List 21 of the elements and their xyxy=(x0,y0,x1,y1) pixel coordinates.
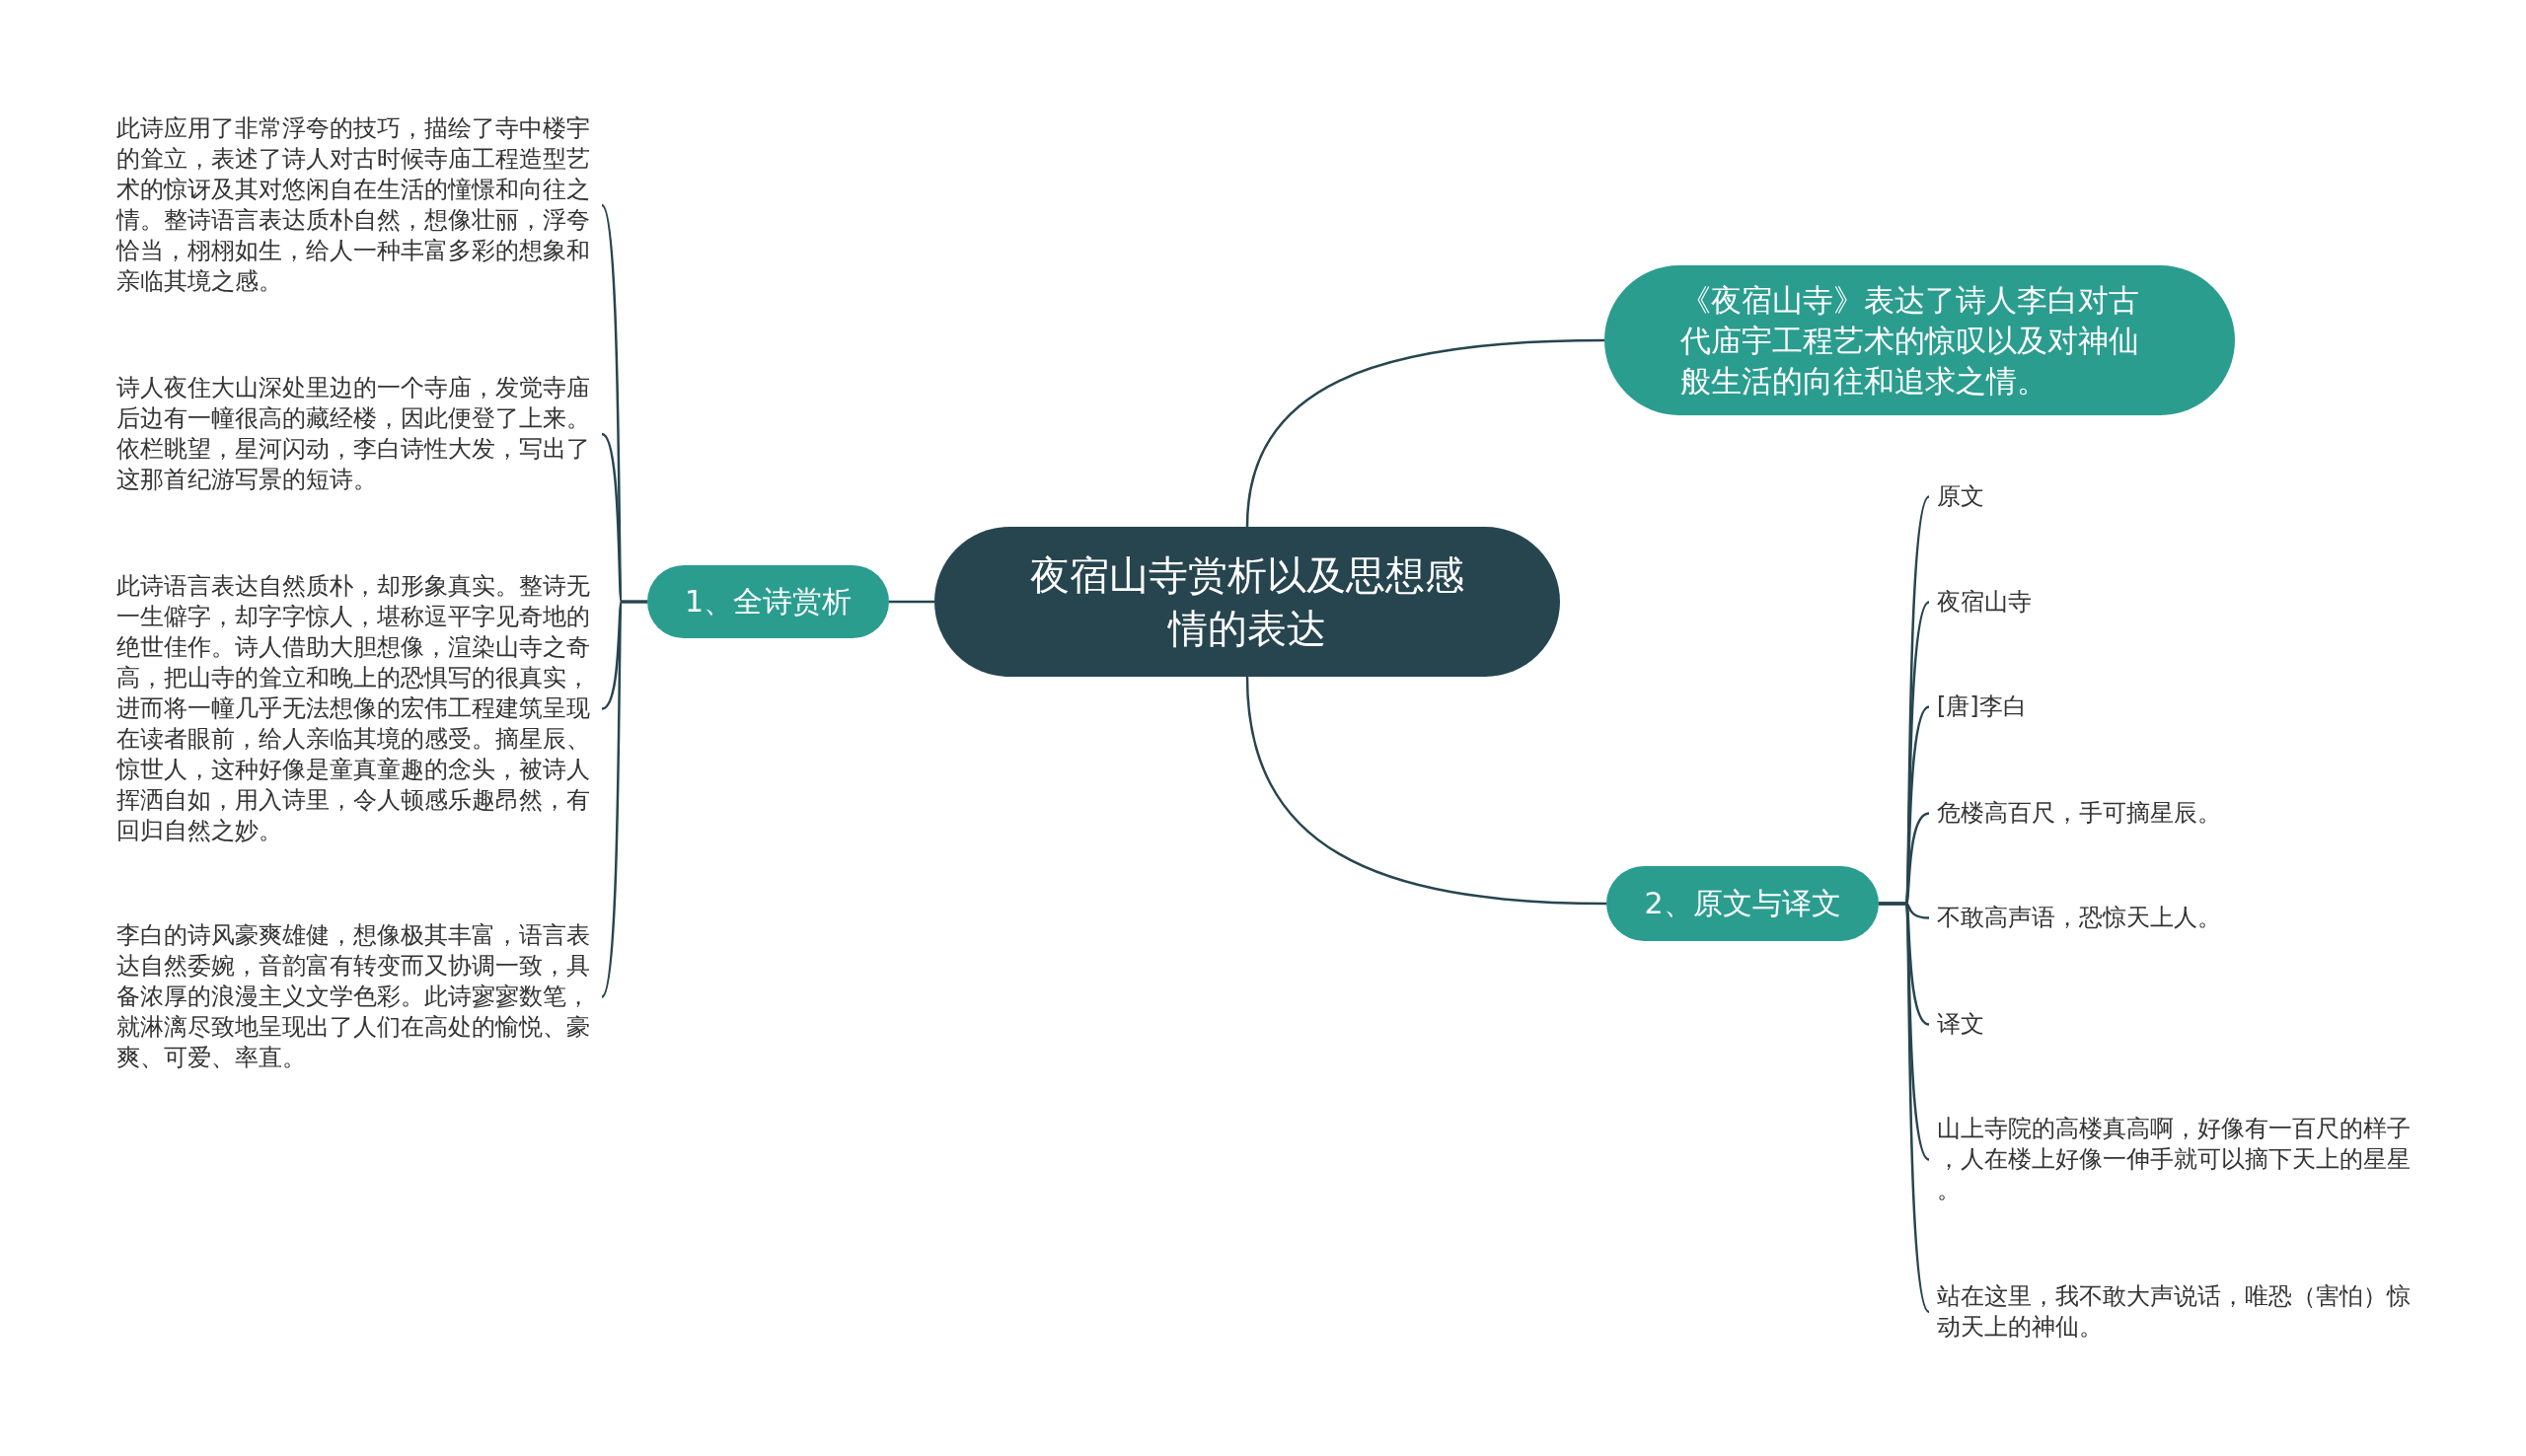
note-text: 站在这里，我不敢大声说话，唯恐（害怕）惊动天上的神仙。 xyxy=(1929,1277,2432,1347)
connector-line xyxy=(1245,676,1607,906)
connector-line xyxy=(1245,338,1605,528)
note-text: 危楼高百尺，手可摘星辰。 xyxy=(1929,794,2432,833)
note-text: 不敢高声语，恐惊天上人。 xyxy=(1929,899,2432,937)
connector-line xyxy=(889,600,934,604)
note-text: 山上寺院的高楼真高啊，好像有一百尺的样子，人在楼上好像一伸手就可以摘下天上的星星。 xyxy=(1929,1110,2432,1209)
note-text: 原文 xyxy=(1929,477,2432,516)
branch-topic-pill: 1、全诗赏析 xyxy=(647,565,889,638)
note-text: 此诗应用了非常浮夸的技巧，描绘了寺中楼宇的耸立，表述了诗人对古时候寺庙工程造型艺术的惊讶及其对悠闲自在生活的憧憬和向往之情。整诗语言表达质朴自然，想像壮丽，浮夸恰当，栩栩如生，给人一种丰富多彩的想象和亲临其境之感。 xyxy=(109,109,602,301)
note-text: 此诗语言表达自然质朴，却形象真实。整诗无一生僻字，却字字惊人，堪称逗平字见奇地的绝世佳作。诗人借助大胆想像，渲染山寺之奇高，把山寺的耸立和晚上的恐惧写的很真实，进而将一幢几乎无法想像的宏伟工程建筑呈现在读者眼前，给人亲临其境的感受。摘星辰、惊世人，这种好像是童真童趣的念头，被诗人挥洒自如，用入诗里，令人顿感乐趣昂然，有回归自然之妙。 xyxy=(109,567,602,850)
note-text: 夜宿山寺 xyxy=(1929,583,2432,621)
note-text: [唐]李白 xyxy=(1929,688,2432,726)
summary-topic-pill: 《夜宿山寺》表达了诗人李白对古代庙宇工程艺术的惊叹以及对神仙般生活的向往和追求之情。 xyxy=(1604,265,2235,415)
connector-line xyxy=(1879,902,1931,1313)
note-text: 译文 xyxy=(1929,1005,2432,1044)
connector-line xyxy=(600,600,647,998)
central-topic-pill: 夜宿山寺赏析以及思想感情的表达 xyxy=(934,527,1560,677)
note-text: 李白的诗风豪爽雄健，想像极其丰富，语言表达自然委婉，音韵富有转变而又协调一致，具备浓厚的浪漫主义文学色彩。此诗寥寥数笔，就淋漓尽致地呈现出了人们在高处的愉悦、豪爽、可爱、率直。 xyxy=(109,916,602,1077)
branch-topic-pill: 2、原文与译文 xyxy=(1606,866,1879,941)
note-text: 诗人夜住大山深处里边的一个寺庙，发觉寺庙后边有一幢很高的藏经楼，因此便登了上来。依栏眺望，星河闪动，李白诗性大发，写出了这那首纪游写景的短诗。 xyxy=(109,369,602,499)
